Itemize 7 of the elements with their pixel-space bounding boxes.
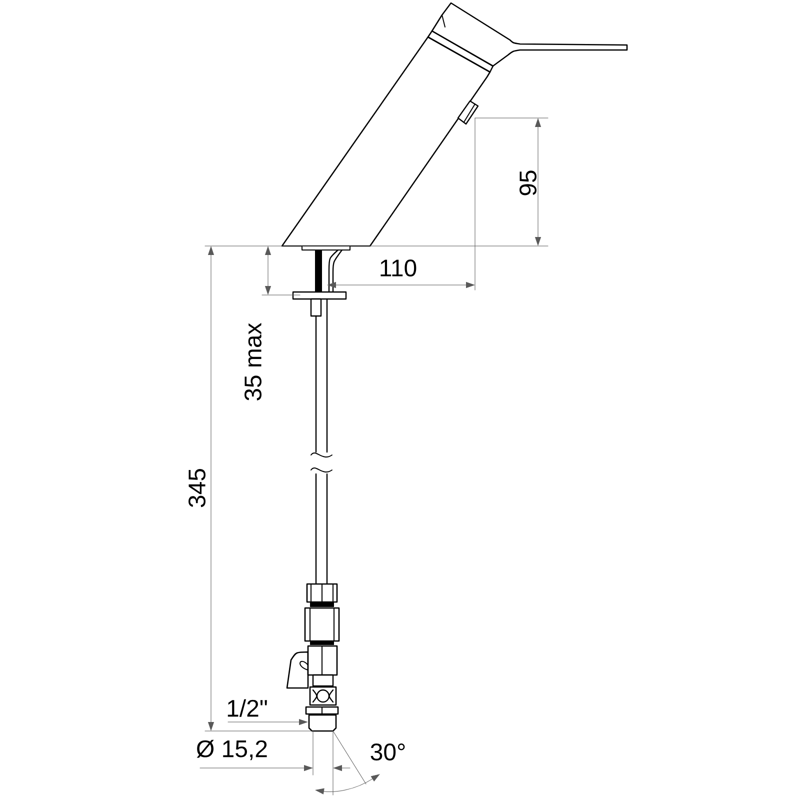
dimension-label: 110: [380, 260, 416, 276]
dimension-label: 345: [188, 469, 206, 508]
dimension-label: 30°: [370, 744, 405, 760]
dimension-label: 1/2": [228, 699, 267, 717]
dimension-label: 95: [520, 170, 536, 196]
dimension-label: 35 max: [244, 322, 262, 400]
dimension-label: Ø 15,2: [196, 740, 267, 760]
